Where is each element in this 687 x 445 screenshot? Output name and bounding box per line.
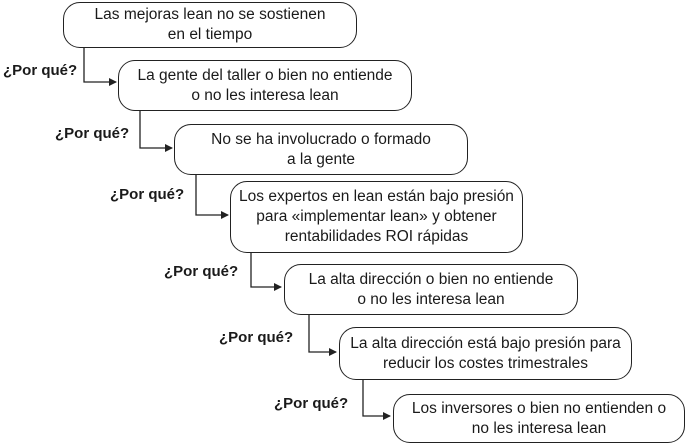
connector-arrow-3 [195,174,229,219]
connector-arrow-4 [250,252,282,291]
step-box-3: No se ha involucrado o formado a la gent… [174,124,468,175]
why-label-5: ¿Por qué? [219,329,294,346]
why-label-3: ¿Por qué? [110,186,185,203]
step-box-7: Los inversores o bien no entienden o no … [393,394,685,443]
step-box-4: Los expertos en lean están bajo presión … [230,181,523,253]
why-label-6: ¿Por qué? [274,395,349,412]
connector-arrow-6 [362,379,391,420]
step-box-5: La alta dirección o bien no entiende o n… [284,264,578,315]
step-box-2: La gente del taller o bien no entiende o… [118,60,412,111]
connector-arrow-5 [308,314,337,356]
why-label-1: ¿Por qué? [3,62,78,79]
connector-arrow-1 [83,47,117,86]
why-label-2: ¿Por qué? [55,125,130,142]
connector-arrow-2 [139,110,173,152]
why-label-4: ¿Por qué? [164,263,239,280]
step-box-6: La alta dirección está bajo presión para… [339,327,632,380]
step-box-1: Las mejoras lean no se sostienen en el t… [63,2,357,48]
